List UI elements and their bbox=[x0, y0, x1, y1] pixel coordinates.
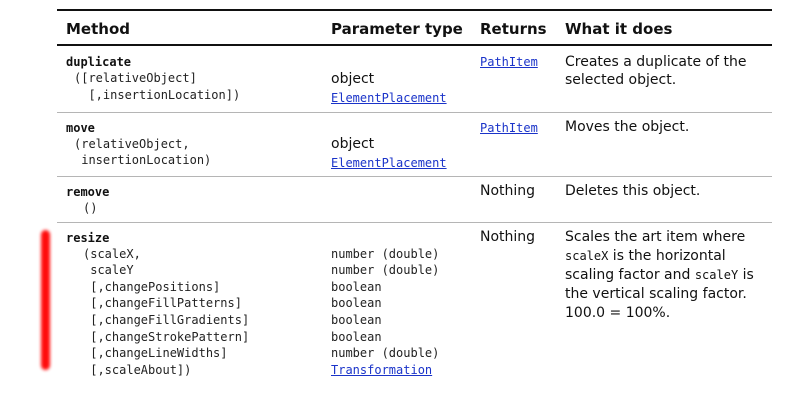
method-params: [,changePositions] bbox=[83, 280, 221, 294]
header-bottom-rule bbox=[57, 44, 772, 46]
method-params: (relativeObject, bbox=[74, 137, 190, 151]
param-type: boolean bbox=[331, 280, 382, 294]
returns-link[interactable]: PathItem bbox=[480, 121, 538, 135]
method-name: remove bbox=[66, 185, 110, 199]
method-name: duplicate bbox=[66, 55, 132, 69]
inline-code: scaleX bbox=[565, 249, 609, 263]
method-params: ([relativeObject] bbox=[74, 71, 197, 85]
description: Creates a duplicate of the selected obje… bbox=[565, 54, 747, 88]
method-params: [,changeFillGradients] bbox=[83, 313, 250, 327]
row-divider bbox=[57, 112, 772, 113]
param-type: number (double) bbox=[331, 263, 440, 277]
param-type: number (double) bbox=[331, 346, 440, 360]
method-params: scaleY bbox=[83, 263, 134, 277]
method-params: insertionLocation) bbox=[74, 153, 212, 167]
method-params: [,changeLineWidths] bbox=[83, 346, 228, 360]
header-what-it-does: What it does bbox=[565, 20, 673, 38]
param-type: object bbox=[331, 71, 375, 87]
returns-link[interactable]: PathItem bbox=[480, 55, 538, 69]
red-highlight-mark bbox=[41, 230, 50, 370]
param-type: boolean bbox=[331, 313, 382, 327]
method-params: [,changeStrokePattern] bbox=[83, 330, 250, 344]
method-params: (scaleX, bbox=[83, 247, 141, 261]
description: Moves the object. bbox=[565, 119, 690, 135]
returns-text: Nothing bbox=[480, 183, 536, 199]
method-params: () bbox=[83, 201, 98, 215]
param-type-link[interactable]: ElementPlacement bbox=[331, 156, 447, 170]
method-params: [,scaleAbout]) bbox=[83, 363, 192, 377]
table-top-rule bbox=[57, 9, 772, 11]
param-type: boolean bbox=[331, 296, 382, 310]
method-name: resize bbox=[66, 231, 110, 245]
returns-text: Nothing bbox=[480, 229, 536, 245]
header-returns: Returns bbox=[480, 20, 547, 38]
param-type-link[interactable]: ElementPlacement bbox=[331, 91, 447, 105]
param-type: boolean bbox=[331, 330, 382, 344]
header-parameter-type: Parameter type bbox=[331, 20, 463, 38]
description: Deletes this object. bbox=[565, 183, 701, 199]
param-type: number (double) bbox=[331, 247, 440, 261]
description: Scales the art item where scaleX is the … bbox=[565, 229, 754, 321]
row-divider bbox=[57, 176, 772, 177]
param-type: object bbox=[331, 136, 375, 152]
method-name: move bbox=[66, 121, 95, 135]
method-params: [,changeFillPatterns] bbox=[83, 296, 242, 310]
inline-code: scaleY bbox=[694, 268, 739, 282]
param-type-link[interactable]: Transformation bbox=[331, 363, 433, 377]
row-divider bbox=[57, 222, 772, 223]
method-params: [,insertionLocation]) bbox=[74, 88, 241, 102]
header-method: Method bbox=[66, 20, 130, 38]
